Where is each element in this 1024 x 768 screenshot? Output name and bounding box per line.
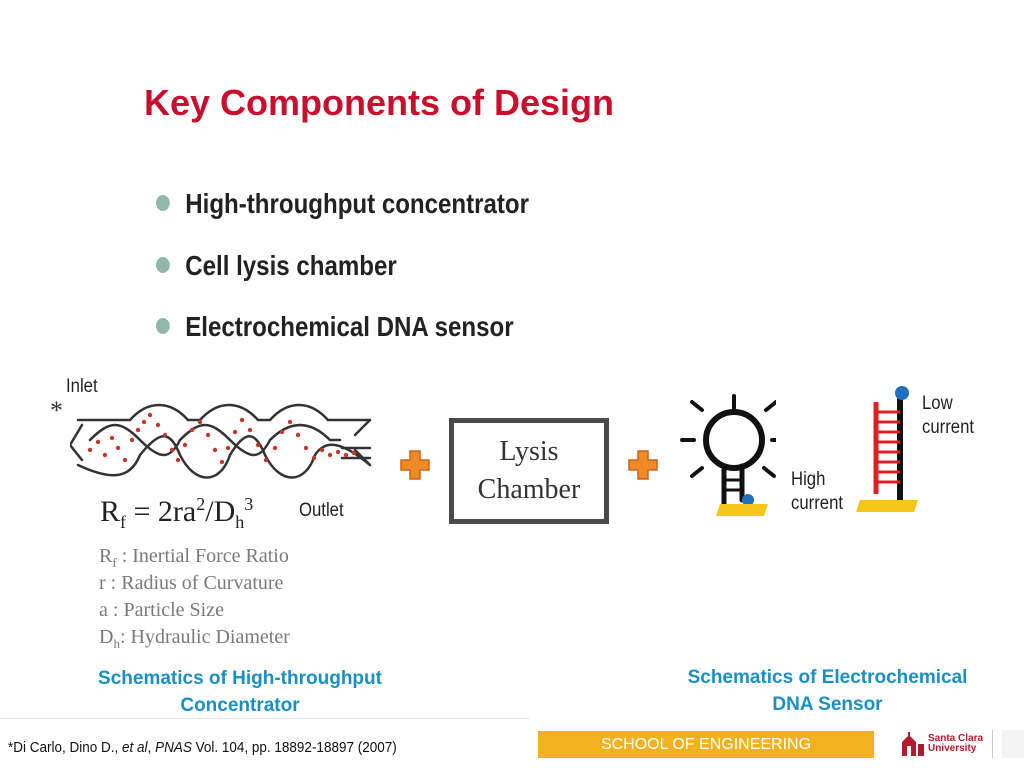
hybridized-probe-low-current-diagram [856, 386, 918, 512]
footer-reference: *Di Carlo, Dino D., et al, PNAS Vol. 104… [8, 739, 397, 756]
particle-dots [87, 412, 357, 465]
outlet-label: Outlet [299, 500, 344, 521]
plus-icon [400, 450, 430, 480]
bullet-dot-icon [156, 317, 170, 334]
plus-icon [628, 450, 658, 480]
bullet-dot-icon [156, 194, 170, 211]
serpentine-channel-diagram [70, 403, 372, 479]
definition-rf: Rf : Inertial Force Ratio [99, 545, 289, 570]
bullet-item-concentrator: High-throughput concentrator [156, 188, 529, 220]
electrode-surface [716, 504, 768, 516]
lysis-chamber-box: Lysis Chamber [449, 418, 609, 524]
slide-title: Key Components of Design [144, 82, 615, 123]
inlet-end-mark [70, 423, 84, 462]
base-pairs [876, 410, 900, 484]
redox-marker [742, 494, 754, 506]
bullet-text: Electrochemical DNA sensor [185, 311, 514, 342]
channel-wall-middle [88, 423, 342, 457]
bullet-text: Cell lysis chamber [185, 250, 397, 281]
footer-separator [992, 730, 993, 758]
probe-loop [703, 409, 765, 471]
school-of-engineering-bar: SCHOOL OF ENGINEERING [538, 731, 874, 758]
folded-probe-high-current-diagram [680, 394, 776, 516]
lysis-label-line1: Lysis [499, 436, 559, 467]
electrode-surface [856, 500, 918, 512]
university-mission-logo-icon [902, 732, 924, 756]
bullet-dot-icon [156, 256, 170, 273]
lysis-label-line2: Chamber [477, 474, 581, 505]
inertial-force-formula: Rf = 2ra2/Dh3 [100, 494, 254, 532]
definition-dh: Dh: Hydraulic Diameter [99, 626, 290, 651]
asterisk-mark: * [50, 396, 63, 425]
bullet-item-sensor: Electrochemical DNA sensor [156, 311, 514, 343]
channel-inner-wall [76, 435, 372, 479]
footer-right-panel [1002, 730, 1024, 758]
outlet-lines [340, 446, 372, 460]
definition-a: a : Particle Size [99, 599, 224, 621]
inlet-label: Inlet [66, 376, 98, 397]
redox-marker [895, 386, 909, 400]
footer-divider [0, 718, 530, 719]
definition-r: r : Radius of Curvature [99, 572, 284, 594]
bullet-text: High-throughput concentrator [185, 188, 530, 219]
channel-outer-wall [76, 403, 372, 422]
bullet-item-lysis: Cell lysis chamber [156, 250, 397, 282]
